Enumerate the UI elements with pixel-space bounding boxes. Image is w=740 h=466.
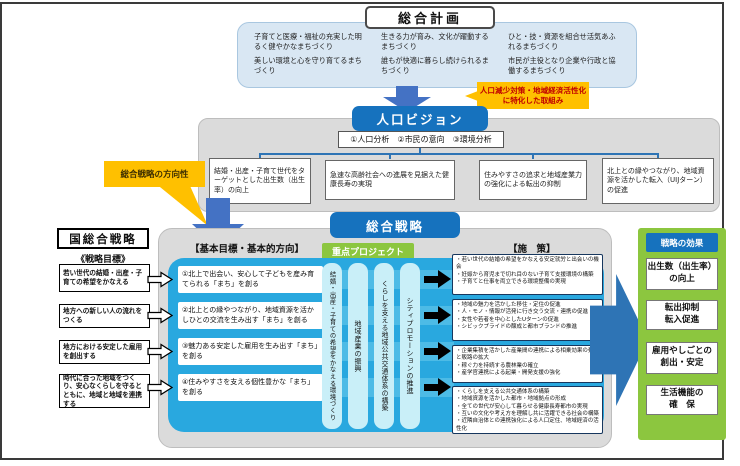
down-arrow-icon xyxy=(396,86,418,97)
national-strategy-subtitle: 《戦略目標》 xyxy=(75,255,130,265)
priority-project-strip: 結婚・出産・子育ての希望をかなえる環境づくり xyxy=(322,263,342,429)
focus-callout: 人口減少対策・地域経済活性化に特化した取組み xyxy=(477,82,589,109)
connector-line xyxy=(532,153,534,159)
measures-box: ・企業集積を活かした産業間の連携による相乗効果の発揮と販路の拡大 ・稼ぐ力を持続… xyxy=(452,345,603,383)
basic-goals-heading: 【基本目標・基本的方向】 xyxy=(190,244,305,255)
effect-box: 転出抑制 転入促進 xyxy=(646,300,718,330)
plan-column-2: 生きる力が育み、文化が躍動するまちづくり 誰もが快適に暮らし続けられるまちづくり xyxy=(381,32,495,83)
right-arrow-icon xyxy=(424,276,438,283)
right-arrow-head-icon xyxy=(438,306,451,324)
plan-item: ひと・技・資源を組合せ活気あふれるまちづくり xyxy=(508,32,616,51)
measures-heading: 【施 策】 xyxy=(508,244,556,255)
effects-title: 戦略の効果 xyxy=(646,233,718,252)
comprehensive-plan-panel: 子育てと医療・福祉の充実した明るく健やかなまちづくり 美しい環境と心を守り育てる… xyxy=(237,22,637,88)
comprehensive-plan-title: 総合計画 xyxy=(365,6,495,29)
effect-box: 出生数（出生率）の向上 xyxy=(646,258,718,290)
measures-box: ・若い世代の結婚の希望をかなえる安定就労と出会いの機会 ・妊娠から育児まで切れ目… xyxy=(452,254,603,295)
connector-line xyxy=(419,148,421,154)
right-arrow-head-icon xyxy=(438,342,451,360)
right-arrow-icon xyxy=(424,348,438,355)
national-goal-box: 地方への新しい人の流れをつくる xyxy=(59,304,150,328)
analysis-box: ①人口分析 ②市民の意向 ③環境分析 xyxy=(338,131,504,148)
plan-column-3: ひと・技・資源を組合せ活気あふれるまちづくり 市民が主役となり企業や行政と協働す… xyxy=(508,32,622,83)
plan-item: 生きる力が育み、文化が躍動するまちづくり xyxy=(381,32,489,51)
priority-projects-heading: 重点プロジェクト xyxy=(322,243,414,260)
measures-box: ・地域の魅力を活かした移住・定住の促進 ・人・モノ・情報が活発に行き交う交流・連… xyxy=(452,299,603,341)
priority-project-strip: 地域産業の振興 xyxy=(348,263,368,429)
block-arrow-icon xyxy=(147,379,173,396)
plan-item: 市民が主役となり企業や行政と協働するまちづくり xyxy=(508,56,616,75)
priority-project-strip: シティプロモーションの推進 xyxy=(400,263,420,429)
block-arrow-icon xyxy=(147,343,173,360)
vision-direction-box: 住みやすさの追求と地域産業力の強化による転出の抑制 xyxy=(479,160,587,200)
effect-box: 生活機能の 確 保 xyxy=(646,385,718,415)
down-arrow-icon xyxy=(206,198,230,224)
plan-item: 子育てと医療・福祉の充実した明るく健やかなまちづくり xyxy=(254,32,362,51)
connector-line xyxy=(259,153,659,155)
priority-project-strip: くらしを支える地域公共交通体系の構築 xyxy=(374,263,394,429)
right-arrow-icon xyxy=(424,384,438,391)
direction-callout: 総合戦略の方向性 xyxy=(104,161,205,187)
effect-box: 雇用やしごとの 創出・安定 xyxy=(646,342,718,374)
connector-line xyxy=(657,153,659,159)
connector-line xyxy=(259,153,261,159)
vision-direction-box: 北上との縁やつながり、地域資源を活かした転入（UIJターン）の促進 xyxy=(602,158,714,204)
plan-column-1: 子育てと医療・福祉の充実した明るく健やかなまちづくり 美しい環境と心を守り育てる… xyxy=(254,32,368,83)
connector-line xyxy=(389,153,391,159)
vision-direction-box: 急速な高齢社会への進展を見据えた健康長寿の実現 xyxy=(325,160,455,200)
plan-item: 美しい環境と心を守り育てるまちづくり xyxy=(254,56,362,75)
population-vision-title: 人口ビジョン xyxy=(352,106,488,131)
basic-goal-box: ①北上で出会い、安心して子どもを産み育てられる「まち」を創る xyxy=(178,266,323,293)
basic-goal-box: ④住みやすさを支える個性豊かな「まち」を創る xyxy=(178,374,323,401)
national-goal-box: 地方における安定した雇用を創出する xyxy=(59,340,150,364)
vision-direction-box: 結婚・出産・子育て世代をターゲットとした出生数（出生率）の向上 xyxy=(209,158,311,204)
national-goal-box: 若い世代の結婚・出産・子育ての希望をかなえる xyxy=(59,264,150,292)
block-arrow-icon xyxy=(147,271,173,288)
block-arrow-icon xyxy=(147,307,173,324)
right-arrow-head-icon xyxy=(438,378,451,396)
right-arrow-head-icon xyxy=(438,270,451,288)
plan-item: 誰もが快適に暮らし続けられるまちづくり xyxy=(381,56,489,75)
measures-box: ・くらしを支える公共交通体系の構築 ・地域資源を活かした都市・地域拠点の形成 ・… xyxy=(452,386,603,434)
national-goal-box: 時代に合った地域をつくり、安心なくらしを守るとともに、地域と地域を連携する xyxy=(59,374,150,408)
national-strategy-title: 国総合戦略 xyxy=(57,228,149,249)
focus-callout-tail xyxy=(465,91,478,101)
basic-goal-box: ②北上との縁やつながり、地域資源を活かしひとの交流を生み出す「まち」を創る xyxy=(178,302,323,329)
basic-goal-box: ③魅力ある安定した雇用を生み出す「まち」を創る xyxy=(178,338,323,365)
right-arrow-icon xyxy=(424,312,438,319)
strategy-title: 総合戦略 xyxy=(330,212,460,238)
